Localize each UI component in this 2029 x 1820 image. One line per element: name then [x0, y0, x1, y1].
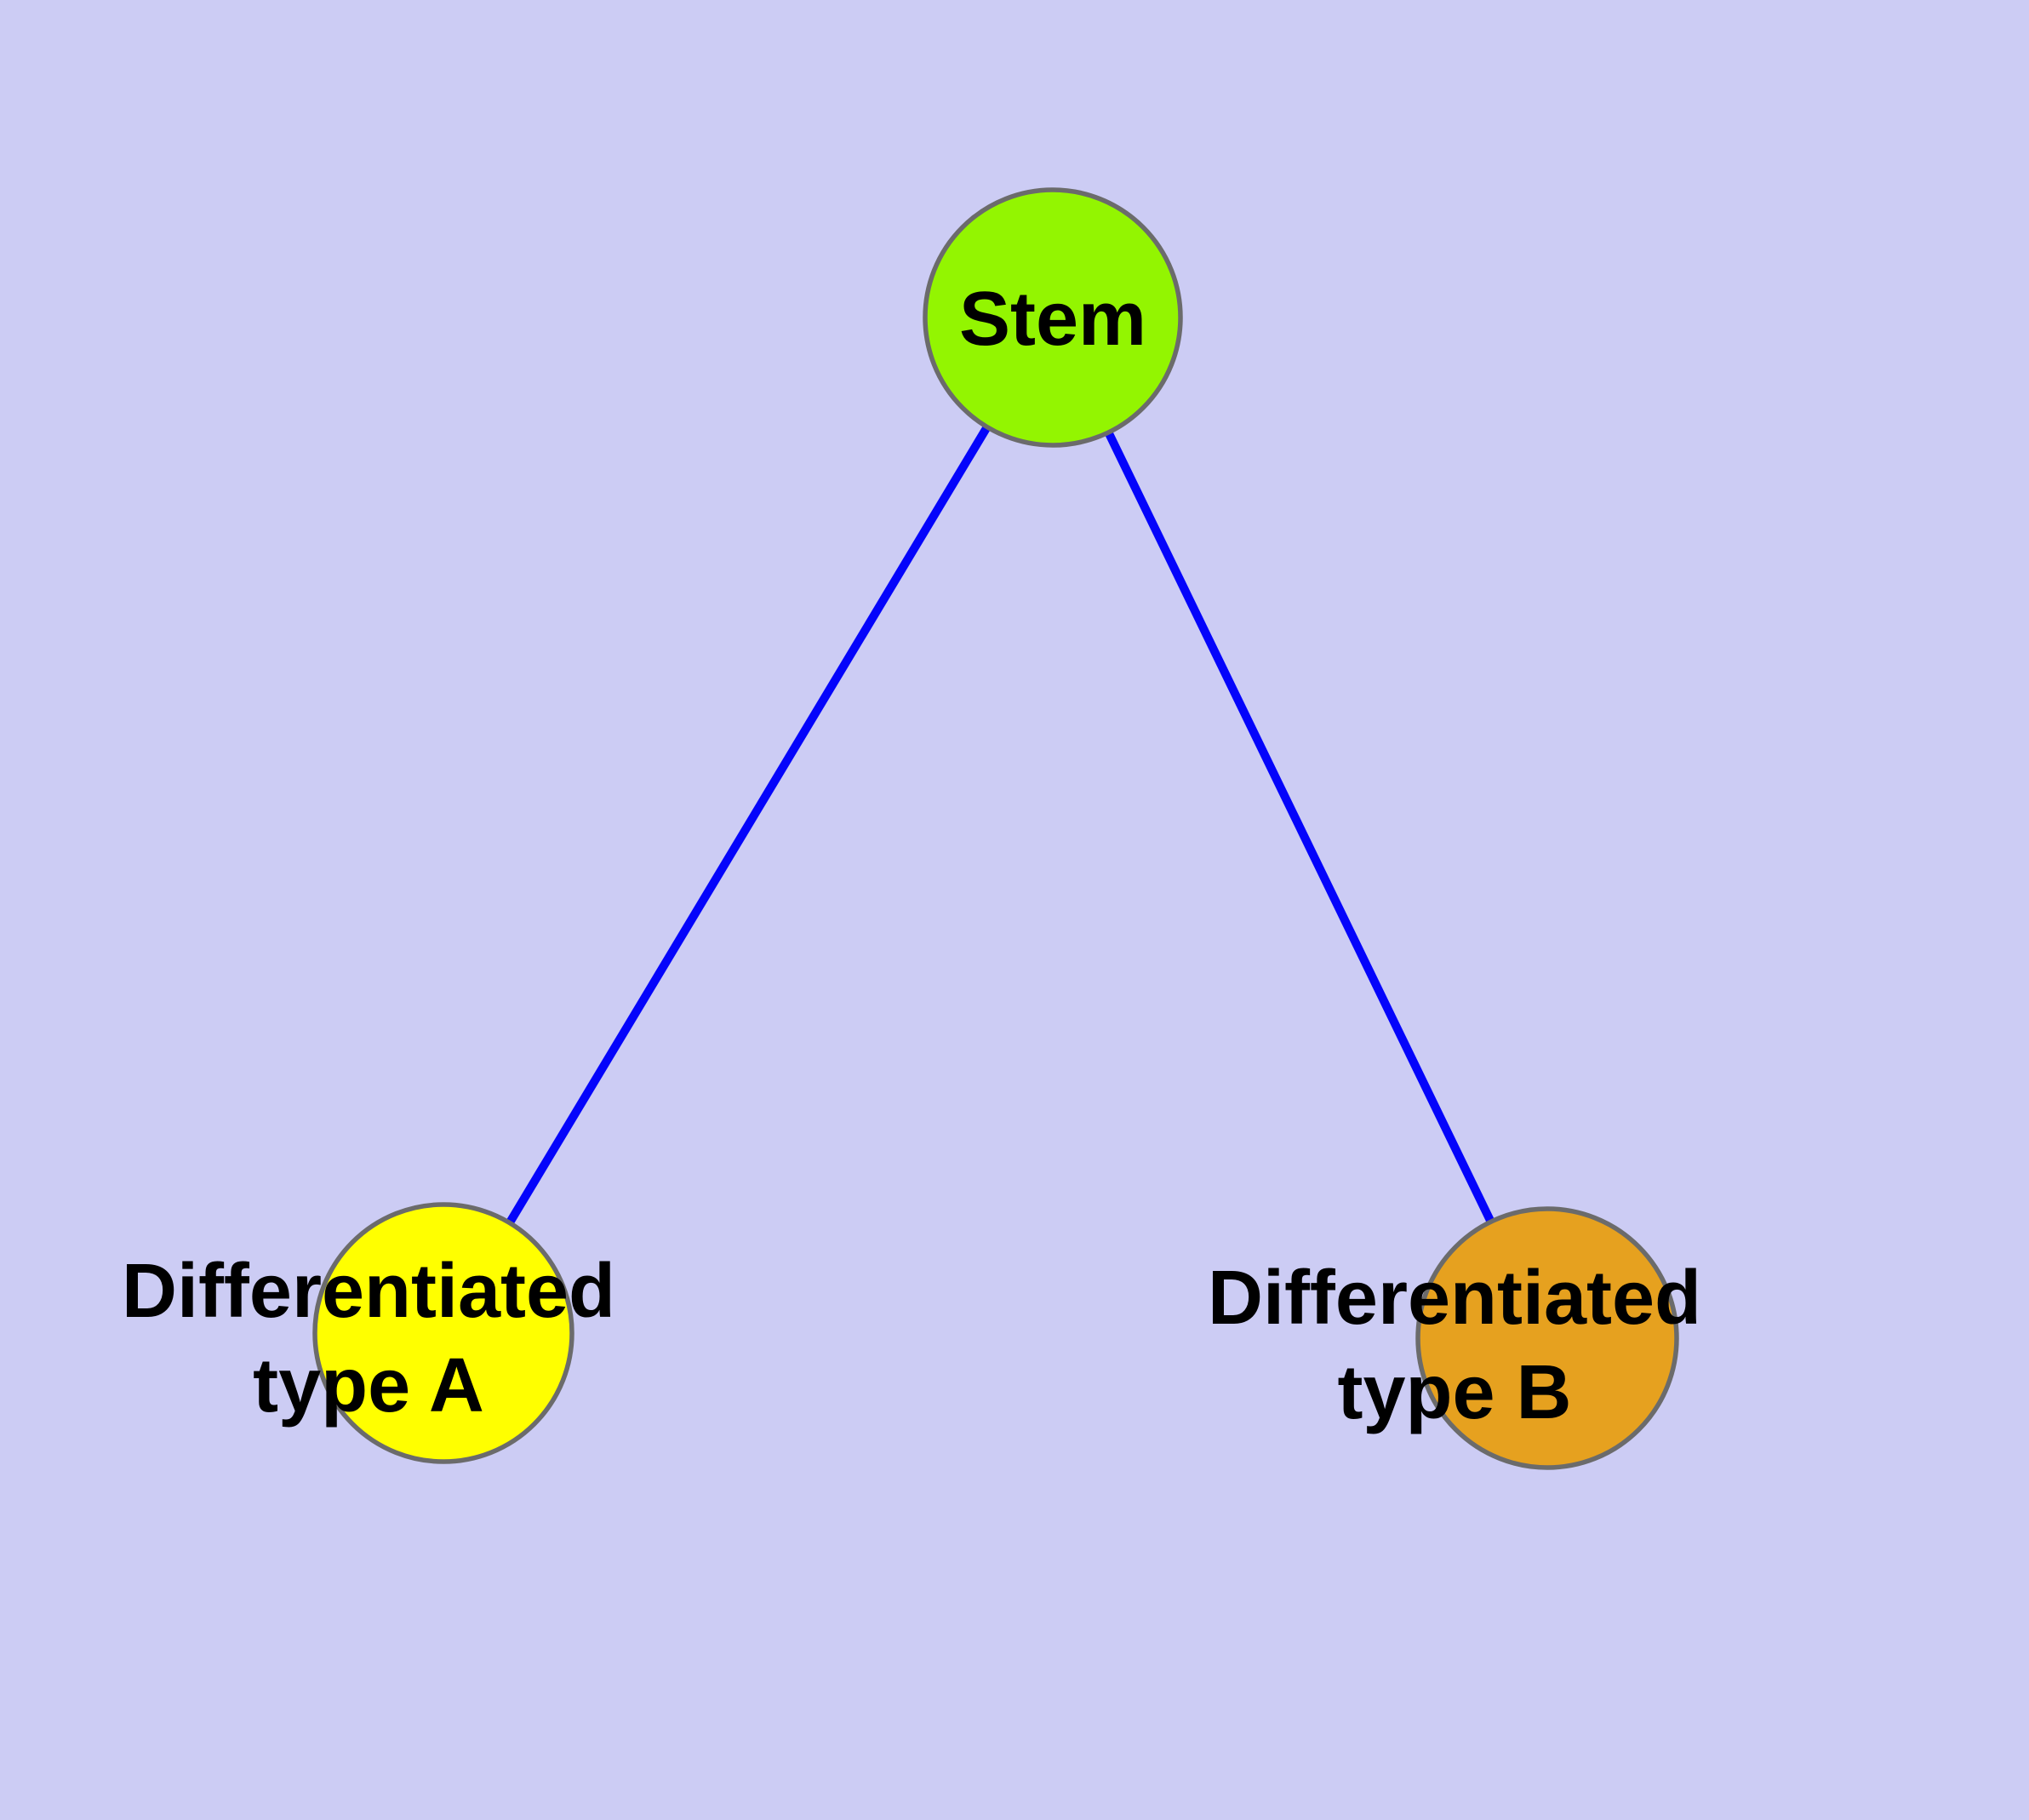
node-type-a-circle — [312, 1202, 574, 1464]
edge-stem-to-type-b — [1049, 315, 1552, 1341]
node-type-a-label-line2: type A — [253, 1343, 484, 1428]
node-type-a-label-line1: Differentiated — [122, 1249, 615, 1334]
node-type-b-label-line1: Differentiated — [1208, 1256, 1701, 1341]
node-stem-label: Stem — [959, 277, 1146, 362]
node-stem-circle — [923, 187, 1183, 448]
node-type-b-circle — [1415, 1206, 1679, 1470]
node-type-b-label-line2: type B — [1337, 1350, 1571, 1435]
edge-stem-to-type-a — [439, 315, 1057, 1336]
